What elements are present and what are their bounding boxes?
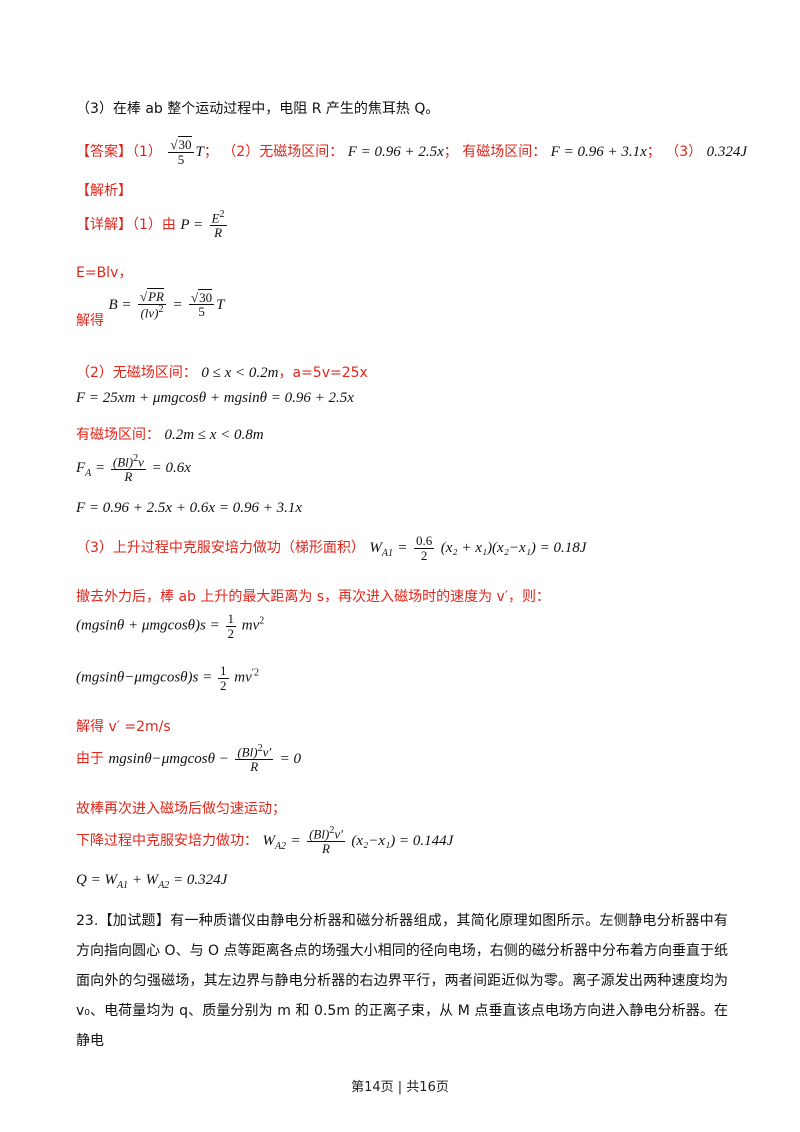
answer-f-field: F = 0.96 + 3.1x [550,144,647,161]
part3-text1: 撤去外力后，棒 ab 上升的最大距离为 s，再次进入磁场时的速度为 v′，则： [76,589,551,605]
part3-uniform-eq: 由于 mgsinθ−μmgcosθ − (Bl)2v′ R = 0 [76,743,302,774]
solve-b-line: 解得 B = √PR (lv)2 = √30 5 T [76,288,225,329]
detail-line-1: 【详解】（1）由 P = E2 R [76,209,227,240]
power-fraction: E2 R [209,209,227,240]
b-value-fraction: √30 5 [189,288,215,320]
part2-nofield-line: （2）无磁场区间： 0 ≤ x < 0.2m，a=5v=25x [76,365,368,381]
b-sqrt-fraction: √PR (lv)2 [137,288,166,320]
part3-wa2-line: 下降过程中克服安培力做功： WA2 = (Bl)2v′ R (x₂−x₁) = … [76,825,454,856]
answer-q: 0.324J [706,144,747,161]
part3-wa1-line: （3）上升过程中克服安培力做功（梯形面积） WA1 = 0.6 2 (x₂ + … [76,533,587,563]
analysis-tag: 【解析】 [76,183,132,199]
part3-text2: 解得 v′ =2m/s [76,719,171,735]
wa1-fraction: 0.6 2 [414,533,435,563]
question-23: 23.【加试题】有一种质谱仪由静电分析器和磁分析器组成，其简化原理如图所示。左侧… [76,913,728,1049]
part3-text4: 故棒再次进入磁场后做匀速运动； [76,801,286,817]
energy-eq-down: (mgsinθ−μmgcosθ)s = 1 2 mv′2 [76,663,259,693]
answer-f-nofield: F = 0.96 + 2.5x [347,144,444,161]
answer-b-fraction: √30 5 [168,136,194,167]
question-part-3: （3）在棒 ab 整个运动过程中，电阻 R 产生的焦耳热 Q。 [76,101,440,117]
emf-line: E=Blv， [76,265,133,281]
part2-field-line: 有磁场区间： 0.2m ≤ x < 0.8m [76,427,264,443]
energy-eq-up: (mgsinθ + μmgcosθ)s = 1 2 mv2 [76,611,265,641]
fa-equation: FA = (Bl)2v R = 0.6x [76,453,191,484]
fa-fraction: (Bl)2v R [110,453,146,484]
q-total-eq: Q = WA1 + WA2 = 0.324J [76,872,228,891]
page-footer: 第14页 | 共16页 [351,1080,449,1095]
detail-tag: 【详解】 [76,216,132,233]
answer-tag: 【答案】 [76,144,132,161]
part2-eq2: F = 0.96 + 2.5x + 0.6x = 0.96 + 3.1x [76,500,302,516]
part2-eq1: F = 25xm + μmgcosθ + mgsinθ = 0.96 + 2.5… [76,390,354,406]
answer-line: 【答案】（1） √30 5 T； （2）无磁场区间： F = 0.96 + 2.… [76,136,747,167]
